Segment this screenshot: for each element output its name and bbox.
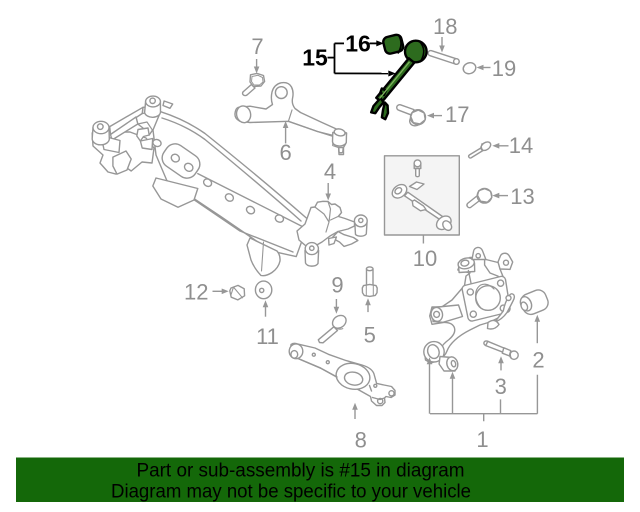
svg-text:16: 16 [345, 31, 371, 57]
svg-text:14: 14 [509, 133, 533, 158]
svg-text:11: 11 [256, 324, 279, 349]
svg-text:6: 6 [279, 140, 291, 165]
svg-text:19: 19 [492, 56, 516, 81]
svg-text:7: 7 [251, 34, 263, 59]
svg-text:5: 5 [364, 323, 376, 348]
svg-text:4: 4 [324, 159, 336, 184]
svg-text:12: 12 [184, 280, 208, 305]
svg-text:3: 3 [495, 374, 507, 399]
svg-text:Part or sub-assembly is #15 in: Part or sub-assembly is #15 in diagram [137, 461, 465, 482]
svg-text:Diagram may not be specific to: Diagram may not be specific to your vehi… [111, 482, 471, 503]
svg-text:9: 9 [331, 273, 343, 298]
svg-text:15: 15 [302, 45, 328, 71]
svg-text:18: 18 [433, 14, 457, 39]
svg-text:8: 8 [355, 428, 367, 453]
svg-text:17: 17 [445, 102, 469, 127]
svg-text:10: 10 [413, 246, 437, 271]
svg-text:13: 13 [510, 184, 534, 209]
svg-text:2: 2 [532, 348, 544, 373]
svg-text:1: 1 [476, 427, 488, 452]
